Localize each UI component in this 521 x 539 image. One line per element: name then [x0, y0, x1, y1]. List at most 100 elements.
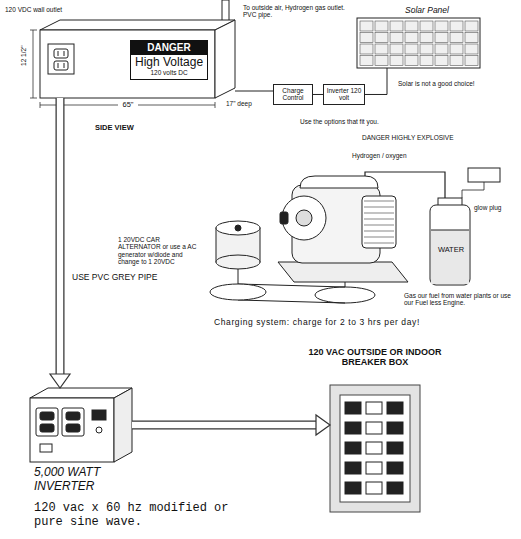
outlet-slot [58, 51, 59, 56]
solar-cell [360, 56, 373, 66]
outlet-slot [64, 51, 65, 56]
outlet-socket [66, 424, 80, 432]
outlet-socket [40, 424, 54, 432]
note-label: 17" deep [226, 100, 266, 107]
breaker-switch [345, 482, 361, 494]
wall-outlet: 120 VDC wall outlet [48, 44, 74, 74]
solar-cell [360, 21, 373, 31]
node-text: High Voltage [131, 55, 207, 70]
wire-line [235, 91, 273, 92]
engine-tank [300, 176, 378, 188]
dimension-line [33, 30, 34, 98]
alternator-bottom [216, 255, 260, 269]
fin-line [364, 225, 394, 226]
note-label: 1 20VDC CAR ALTERNATOR or use a AC gener… [118, 236, 202, 266]
inverter-box: Inverter 120 volt [323, 84, 365, 105]
pipe-arrow [50, 98, 70, 388]
solar-cell [405, 33, 418, 43]
node-text: SIDE VIEW [95, 124, 175, 133]
breaker-switch [366, 462, 382, 474]
fin-line [364, 231, 394, 232]
solar-cell [435, 56, 448, 66]
note-label: glow plug [474, 204, 514, 211]
breaker-switch [345, 462, 361, 474]
breaker-switch [387, 422, 403, 434]
node-text: 120 VDC wall outlet [5, 6, 85, 13]
power-box [468, 168, 500, 182]
pipe-inner [132, 422, 318, 429]
solar-cell [465, 44, 478, 54]
note-label: 65" [118, 101, 138, 110]
danger-sign: DANGERHigh Voltage120 volts DC [130, 40, 208, 80]
note-label: WATER [434, 246, 468, 255]
breaker-switch [345, 402, 361, 414]
solar-cell [465, 33, 478, 43]
note-label: Charging system: charge for 2 to 3 hrs p… [214, 318, 514, 328]
inverter-side [114, 388, 132, 462]
engine-drawing [278, 176, 408, 303]
note-label: Gas our fuel from water plants or use ou… [404, 292, 516, 307]
engine-cylinder [362, 196, 396, 248]
breaker-box: 120 VAC OUTSIDE OR INDOOR BREAKER BOX [330, 385, 420, 512]
breaker-switch [345, 442, 361, 454]
bottle-body [430, 205, 470, 285]
pipe-inner [57, 98, 64, 376]
fin-line [364, 219, 394, 220]
solar-cell [405, 21, 418, 31]
fin-line [364, 207, 394, 208]
battery-cabinet-drawing [40, 0, 235, 98]
solar-cell [465, 56, 478, 66]
dimension-tick [30, 30, 37, 31]
outlet-slot [64, 63, 65, 68]
fin-line [364, 201, 394, 202]
node-text: 120 vac x 60 hz modified or pure sine wa… [34, 501, 244, 530]
node-text: DANGER [131, 41, 207, 55]
node-text: Solar Panel [387, 6, 467, 16]
starter-hub [296, 210, 312, 226]
solar-cell [390, 56, 403, 66]
solar-cell [420, 21, 433, 31]
solar-cell [450, 21, 463, 31]
solar-cells [360, 21, 478, 66]
inverter-outlet [62, 408, 84, 436]
water-line [431, 230, 469, 231]
alternator-top [216, 221, 260, 235]
breaker-switch [387, 442, 403, 454]
gas-hose [365, 172, 484, 198]
breaker-switch [387, 402, 403, 414]
node-text: 5,000 WATT INVERTER [34, 466, 129, 494]
solar-cell [390, 33, 403, 43]
outlet-socket [54, 61, 68, 70]
breakers [345, 402, 403, 494]
solar-panel-frame [357, 18, 480, 68]
note-label: DANGER HIGHLY EXPLOSIVE [362, 134, 472, 141]
fin-line [364, 243, 394, 244]
wire-path [365, 68, 387, 94]
outlet-socket [40, 412, 54, 420]
solar-cell [435, 33, 448, 43]
engine-pulley [315, 287, 375, 303]
note-label: To outside air, Hydrogen gas outlet. PVC… [243, 4, 351, 19]
wire-path [235, 91, 273, 92]
pipe-arrow [132, 415, 330, 435]
solar-cell [375, 44, 388, 54]
alternator-bolt [235, 225, 241, 231]
solar-cell [405, 44, 418, 54]
outlet-socket [66, 412, 80, 420]
hydrogen-hose [365, 172, 445, 198]
node-text: Charge Control [276, 87, 310, 102]
recoil-starter [282, 196, 326, 240]
solar-cell [390, 44, 403, 54]
drive-belt [238, 300, 345, 303]
dimension-tick [215, 102, 216, 108]
solar-cell [450, 44, 463, 54]
breaker-box-frame [330, 385, 420, 512]
solar-cell [420, 44, 433, 54]
solar-cell [375, 56, 388, 66]
dimension-tick [40, 102, 41, 108]
solar-cell [465, 21, 478, 31]
note-label: 12 1/2" [20, 41, 27, 71]
solar-cell [405, 56, 418, 66]
